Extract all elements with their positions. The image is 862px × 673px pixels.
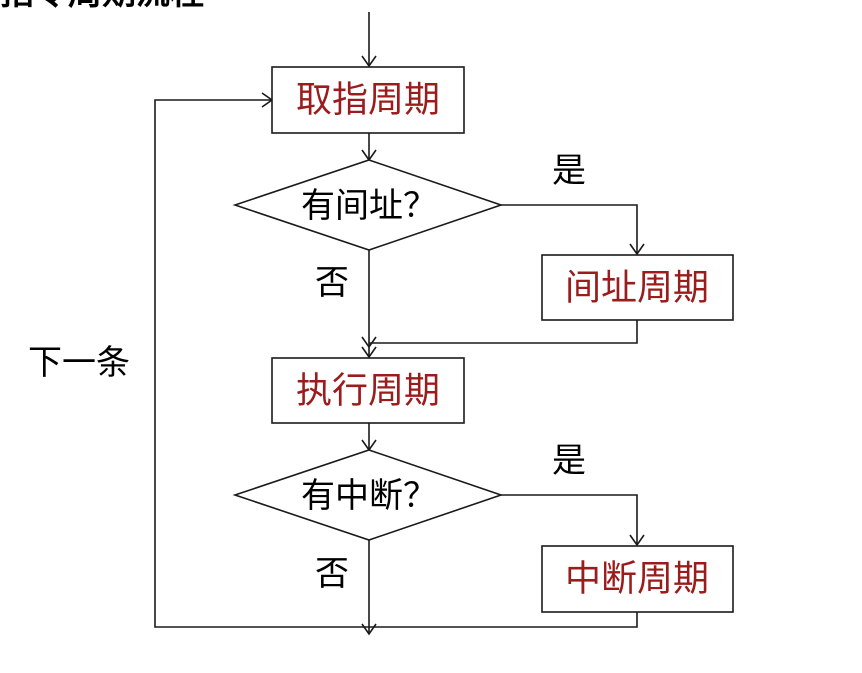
edge-label-loop-next: 下一条 [28, 343, 130, 383]
diagram-title: 指令周期流程 [0, 0, 204, 13]
interrupt-yes-arrowhead [629, 534, 645, 547]
node-indirect-cycle: 间址周期 [541, 254, 734, 321]
indirect-yes-connector [501, 204, 638, 254]
decision-interrupt: 有中断？ [232, 449, 504, 541]
node-interrupt-cycle: 中断周期 [541, 545, 734, 613]
indirect-yes-arrowhead [629, 243, 645, 256]
interrupt-return-connector [369, 612, 638, 628]
node-execute-cycle: 执行周期 [271, 357, 465, 424]
interrupt-yes-connector [501, 494, 638, 545]
node-interrupt-cycle-label: 中断周期 [565, 559, 709, 600]
decision-indirect: 有间址？ [232, 159, 504, 251]
edge-label-indirect-no: 否 [315, 263, 349, 303]
edge-label-indirect-yes: 是 [552, 151, 586, 191]
node-fetch-cycle-label: 取指周期 [296, 80, 440, 121]
decision-interrupt-label: 有中断？ [301, 476, 437, 516]
execute-arrowhead [361, 346, 377, 359]
node-execute-cycle-label: 执行周期 [296, 371, 440, 412]
node-indirect-cycle-label: 间址周期 [565, 268, 709, 309]
indirect-return-connector [369, 320, 638, 344]
decision-indirect-label: 有间址？ [301, 186, 437, 226]
node-fetch-cycle: 取指周期 [271, 66, 465, 134]
loop-back-connector [154, 99, 369, 628]
edge-label-interrupt-yes: 是 [552, 441, 586, 481]
entry-arrowhead [361, 55, 377, 68]
edge-label-interrupt-no: 否 [315, 554, 349, 594]
